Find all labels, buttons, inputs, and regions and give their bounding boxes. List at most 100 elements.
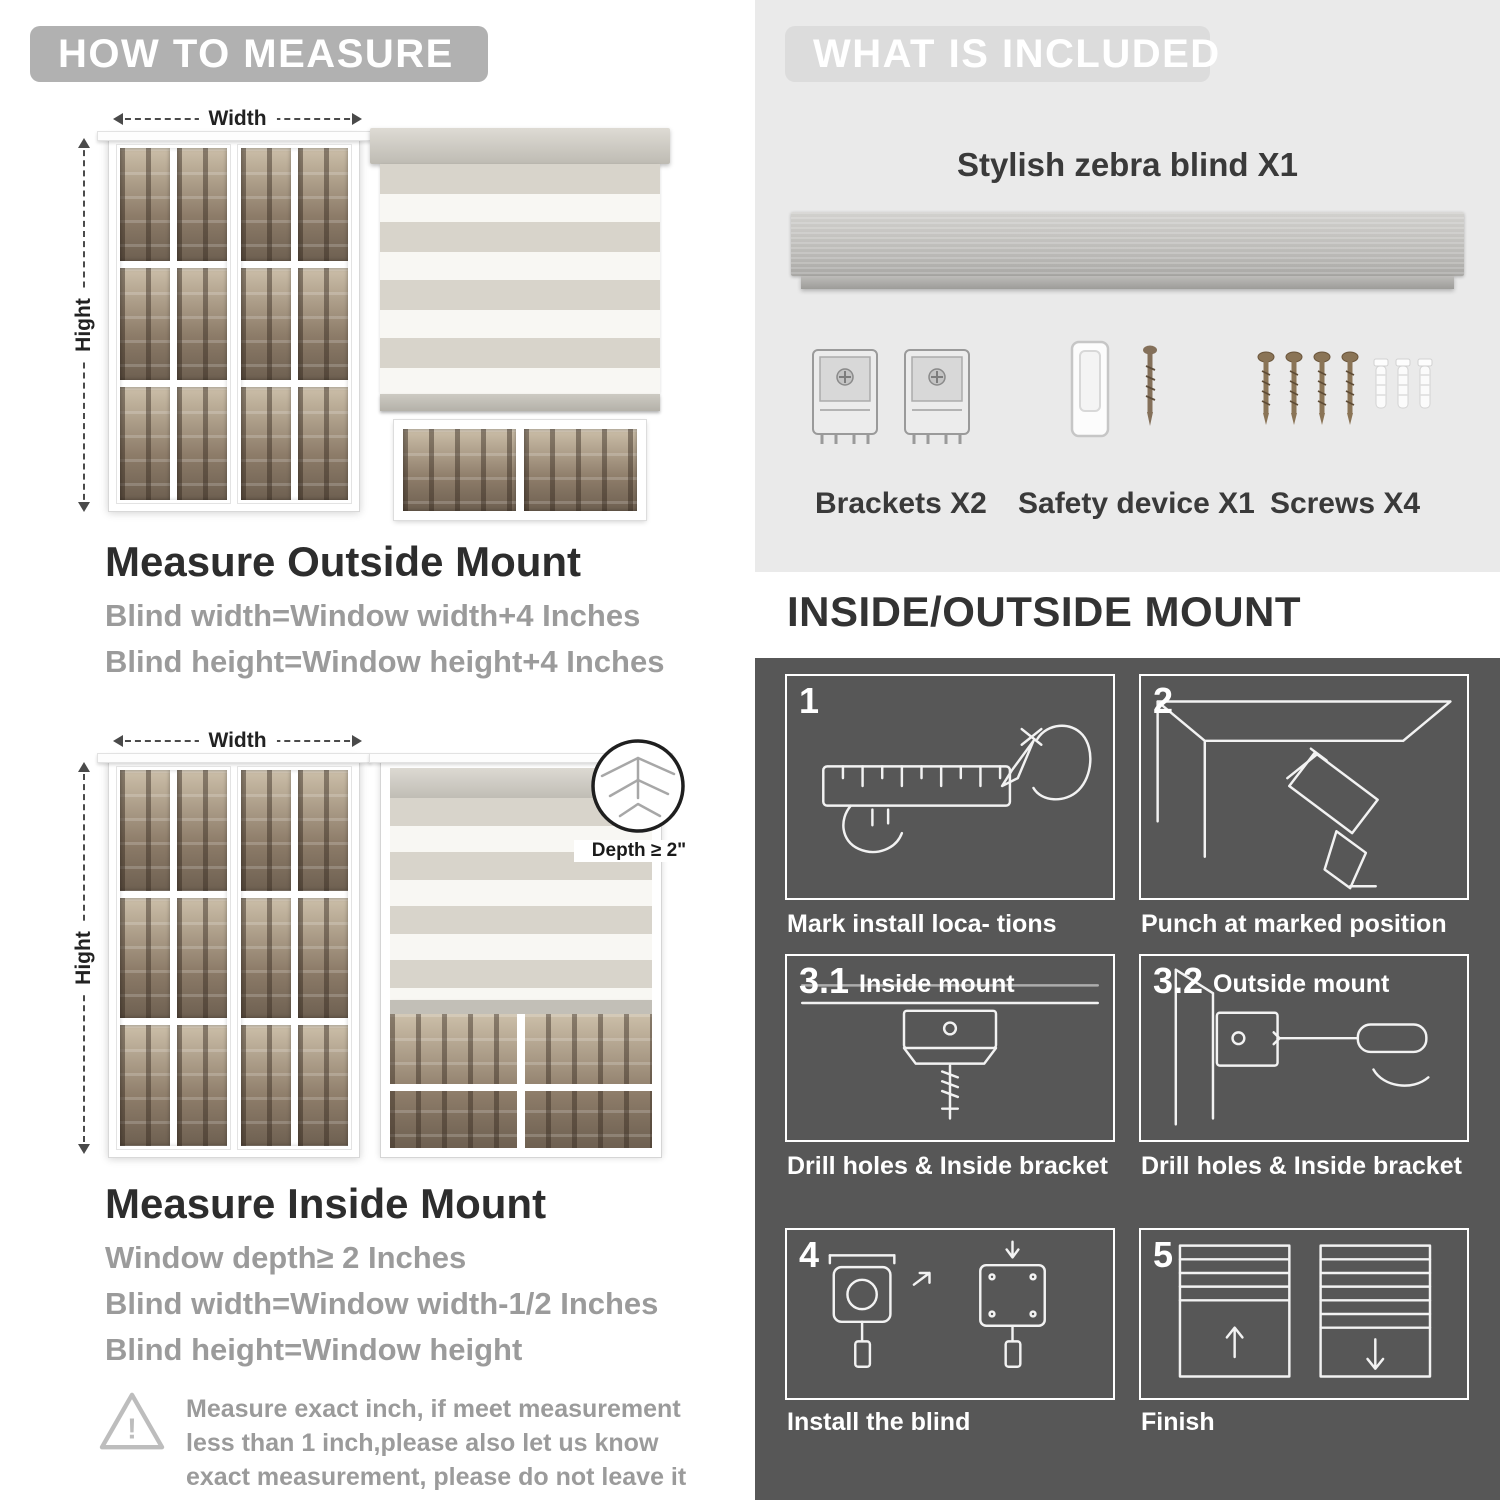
height-label: Hight	[72, 288, 96, 362]
step-2-caption: Punch at marked position	[1141, 910, 1447, 938]
what-is-included-header: WHAT IS INCLUDED	[785, 26, 1219, 82]
zebra-blind-product-label: Stylish zebra blind X1	[956, 146, 1299, 183]
window-pane	[177, 387, 227, 500]
step-3-1-panel: 3.1 Inside mount	[785, 954, 1115, 1142]
blind-inside-window	[390, 768, 652, 1148]
headrail-illustration	[791, 212, 1464, 289]
window-pane	[298, 897, 348, 1019]
screws-icon	[1257, 351, 1433, 425]
window-pane	[241, 387, 291, 500]
step-4-caption: Install the blind	[787, 1408, 971, 1436]
warning-icon: !	[99, 1392, 165, 1450]
height-label: Hight	[72, 921, 96, 995]
window-pane	[177, 267, 227, 381]
window-bottom-fragment	[390, 1014, 652, 1148]
window-sash	[237, 766, 352, 1150]
step-4-illustration	[828, 1240, 1046, 1368]
step-3-1-illustration	[800, 984, 1100, 1120]
window-pane	[177, 897, 227, 1019]
width-label: Width	[198, 107, 277, 131]
mount-steps-section: 1 Mark install loca- tions 2	[755, 658, 1500, 1500]
width-label: Width	[198, 729, 277, 753]
mount-header: INSIDE/OUTSIDE MOUNT	[787, 588, 1302, 635]
window-pane	[403, 429, 516, 511]
window-pane	[241, 1025, 291, 1146]
step-4-panel: 4	[785, 1228, 1115, 1400]
step-1-number: 1	[799, 680, 820, 721]
step-1-panel: 1	[785, 674, 1115, 900]
step-5-number: 5	[1153, 1234, 1174, 1275]
inside-mount-rule-1: Window depth≥ 2 Inches	[105, 1240, 467, 1275]
window-pane	[298, 1025, 348, 1146]
height-arrow-inside: Hight	[72, 762, 96, 1154]
inside-mount-label: Inside mount	[859, 970, 1015, 998]
warning-glyph: !	[127, 1413, 137, 1445]
window-illustration-inside	[97, 753, 371, 1158]
brackets-label: Brackets X2	[815, 487, 987, 520]
window-pane	[241, 148, 291, 261]
window-pane	[298, 770, 348, 891]
window-pane	[241, 770, 291, 891]
width-arrow-inside: Width	[113, 729, 362, 753]
window-pane	[120, 267, 170, 381]
step-1-illustration	[822, 724, 1092, 854]
brackets-icon	[812, 349, 970, 444]
step-2-number: 2	[1153, 680, 1174, 721]
step-2-illustration	[1156, 700, 1452, 890]
outside-mount-label: Outside mount	[1213, 970, 1390, 998]
outside-mount-diagram: Width Hight	[58, 100, 708, 530]
window-pane	[177, 770, 227, 891]
window-sashes	[116, 766, 352, 1150]
window-sashes	[116, 144, 352, 504]
inside-mount-rule-3: Blind height=Window height	[105, 1332, 523, 1367]
window-mullion	[517, 1014, 525, 1148]
outside-mount-title: Measure Outside Mount	[105, 538, 582, 585]
window-pane	[177, 1025, 227, 1146]
step-3-1-caption: Drill holes & Inside bracket	[787, 1152, 1108, 1180]
window-muntin	[390, 1083, 652, 1091]
window-pane	[241, 897, 291, 1019]
step-1-caption: Mark install loca- tions	[787, 910, 1057, 938]
window-sash	[116, 766, 231, 1150]
window-pane	[120, 387, 170, 500]
width-arrow-outside: Width	[113, 107, 362, 131]
inside-mount-rule-2: Blind width=Window width-1/2 Inches	[105, 1286, 659, 1321]
measure-note: Measure exact inch, if meet measurement …	[186, 1395, 687, 1491]
step-3-2-illustration	[1174, 968, 1430, 1126]
window-illustration-outside	[97, 131, 371, 512]
step-3-1-number: 3.1	[799, 960, 850, 1001]
blind-bottom-rail	[390, 1000, 652, 1014]
window-pane	[298, 267, 348, 381]
window-pane	[120, 770, 170, 891]
depth-label: Depth ≥ 2"	[574, 840, 704, 862]
blind-cassette	[370, 128, 670, 164]
window-pane	[298, 148, 348, 261]
height-arrow-outside: Hight	[72, 138, 96, 512]
window-pane	[120, 897, 170, 1019]
window-sash	[116, 144, 231, 504]
window-pane	[524, 429, 637, 511]
window-ledge	[97, 753, 371, 763]
window-pane	[120, 1025, 170, 1146]
window-pane	[298, 387, 348, 500]
step-5-illustration	[1178, 1244, 1432, 1378]
window-bottom-fragment	[393, 419, 647, 521]
how-to-measure-header: HOW TO MEASURE	[30, 26, 488, 82]
safety-device-icon	[1070, 340, 1157, 438]
outside-mount-rule-1: Blind width=Window width+4 Inches	[105, 598, 641, 633]
step-3-2-caption: Drill holes & Inside bracket	[1141, 1152, 1462, 1180]
blind-stripes	[390, 798, 652, 1000]
blind-bottom-rail	[380, 394, 660, 411]
window-pane	[241, 267, 291, 381]
blind-stripes	[380, 164, 660, 394]
what-is-included-section: WHAT IS INCLUDED Stylish zebra blind X1	[755, 0, 1500, 572]
step-3-2-panel: 3.2 Outside mount	[1139, 954, 1469, 1142]
window-pane	[177, 148, 227, 261]
window-ledge	[97, 131, 371, 141]
window-pane	[120, 148, 170, 261]
screws-label: Screws X4	[1269, 487, 1421, 520]
inside-mount-diagram: Width Hight	[58, 722, 718, 1172]
step-4-number: 4	[799, 1234, 820, 1275]
step-2-panel: 2	[1139, 674, 1469, 900]
